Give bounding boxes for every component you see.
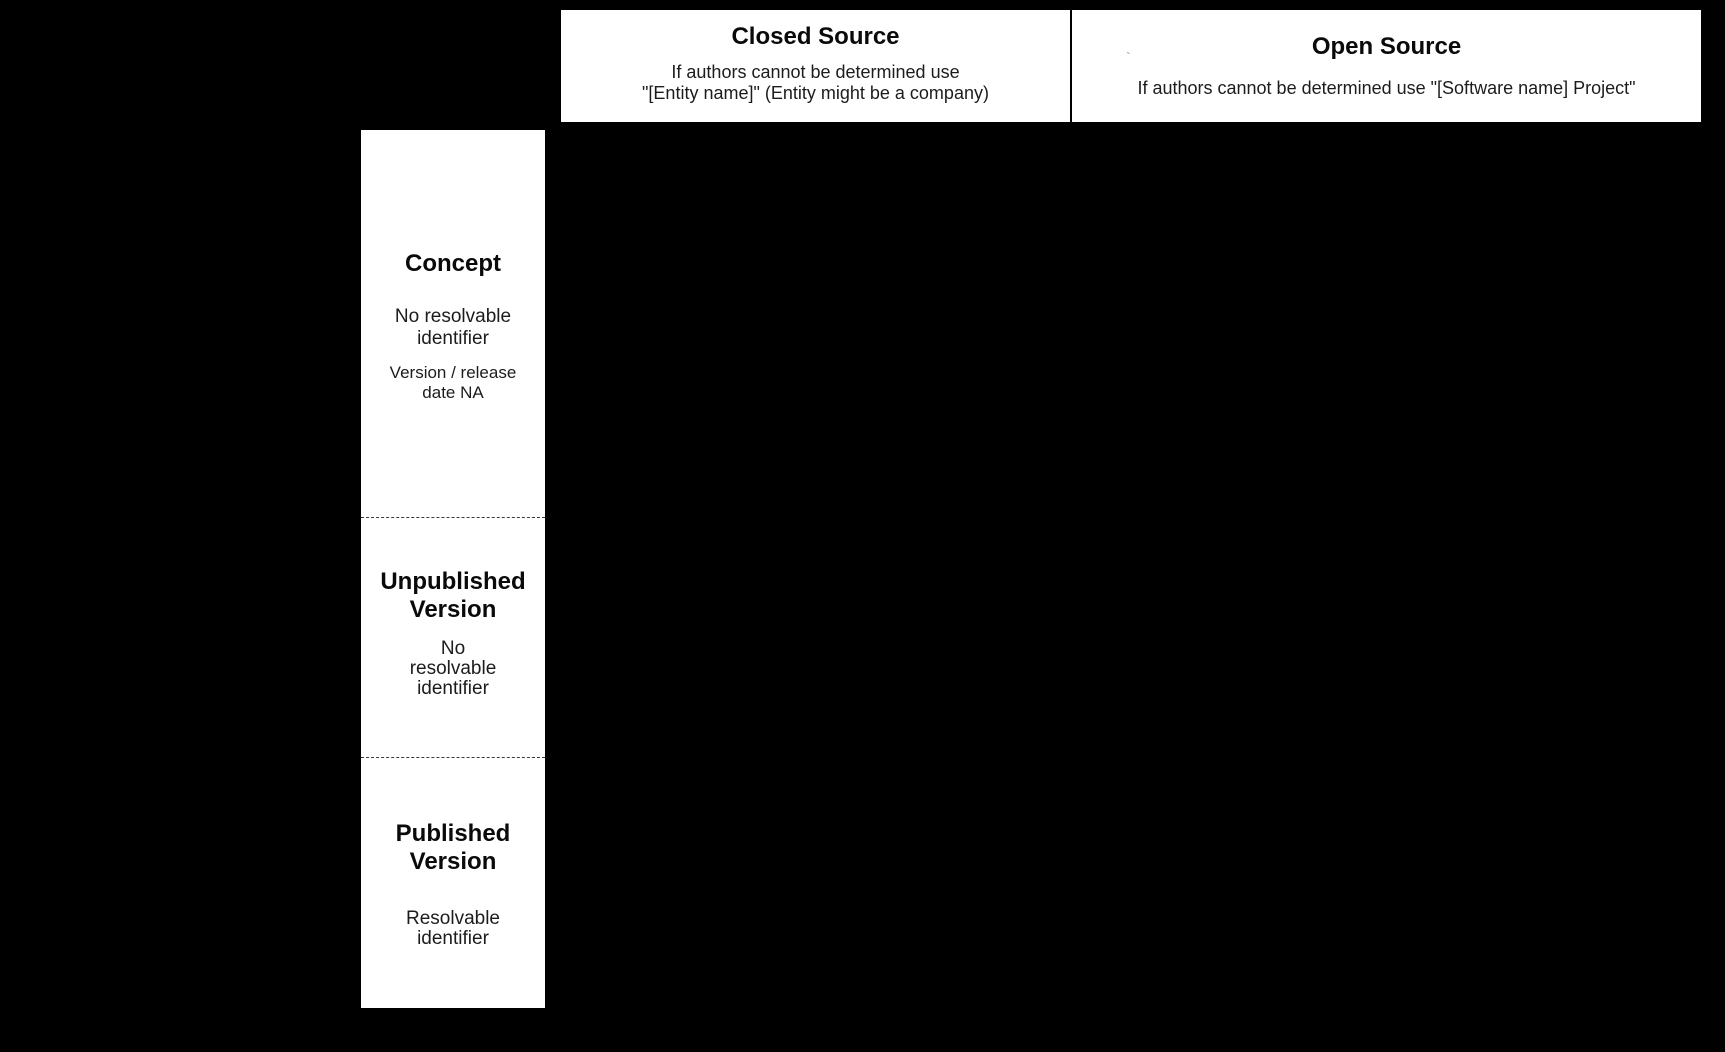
stage-column: Concept No resolvable identifier Version… (361, 130, 545, 1008)
closed-source-subtitle-line-1: If authors cannot be determined use (671, 62, 960, 82)
stage-concept-note-line-2: identifier (417, 328, 489, 349)
source-type-header-row: Closed Source If authors cannot be deter… (561, 10, 1701, 122)
stage-concept-title: Concept (405, 250, 501, 277)
stage-unpublished-note-line-2: resolvable (409, 658, 497, 679)
stage-concept: Concept No resolvable identifier Version… (361, 130, 545, 518)
stage-unpublished-note: No resolvable identifier (361, 639, 545, 699)
stage-published-note-line-1: Resolvable (406, 908, 500, 929)
stage-published-note-line-2: identifier (417, 928, 489, 949)
stage-unpublished-title: Unpublished Version (361, 518, 545, 624)
stage-unpublished-title-line-1: Unpublished (380, 568, 526, 595)
stage-concept-extra-line-2: date NA (422, 383, 484, 402)
closed-source-title: Closed Source (731, 23, 900, 50)
stray-mark: ` (1126, 49, 1131, 65)
stage-published-version: Published Version Resolvable identifier (361, 758, 545, 1008)
open-source-header: ` Open Source If authors cannot be deter… (1070, 10, 1701, 122)
closed-source-subtitle-line-2: "[Entity name]" (Entity might be a compa… (642, 83, 989, 103)
stage-unpublished-note-line-3: identifier (417, 678, 489, 699)
stage-unpublished-version: Unpublished Version No resolvable identi… (361, 518, 545, 758)
closed-source-header: Closed Source If authors cannot be deter… (561, 10, 1070, 122)
stage-unpublished-title-line-2: Version (409, 596, 497, 623)
stage-concept-extra-line-1: Version / release (389, 363, 517, 382)
stage-unpublished-note-line-1: No (440, 638, 466, 659)
open-source-subtitle: If authors cannot be determined use "[So… (1137, 78, 1636, 98)
stage-concept-note-line-1: No resolvable (394, 306, 512, 327)
stage-published-title: Published Version (361, 758, 545, 876)
stage-published-title-line-2: Version (409, 848, 497, 875)
stage-concept-note: No resolvable identifier (361, 306, 545, 350)
closed-source-subtitle: If authors cannot be determined use "[En… (561, 62, 1070, 104)
stage-concept-extra: Version / release date NA (361, 363, 545, 403)
stage-published-note: Resolvable identifier (361, 909, 545, 949)
stage-published-title-line-1: Published (395, 820, 511, 847)
open-source-title: Open Source (1311, 33, 1462, 60)
